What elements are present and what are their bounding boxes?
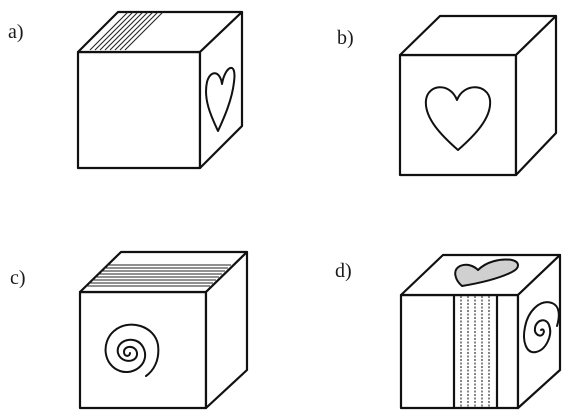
option-d[interactable]: d) bbox=[335, 253, 562, 410]
cube bbox=[78, 250, 249, 410]
option-label: b) bbox=[337, 27, 354, 49]
cube-front-face bbox=[78, 290, 208, 410]
option-label: c) bbox=[10, 267, 26, 289]
option-label: a) bbox=[8, 21, 24, 43]
top-stripes-pattern bbox=[89, 11, 164, 51]
cube-right-face bbox=[198, 10, 244, 170]
cube-right-face bbox=[514, 14, 558, 177]
cube-right-face bbox=[516, 253, 562, 410]
option-b[interactable]: b) bbox=[337, 14, 558, 177]
cube bbox=[399, 253, 562, 410]
front-stripes-pattern bbox=[452, 295, 499, 408]
heart-shape bbox=[205, 67, 236, 132]
option-a[interactable]: a) bbox=[8, 10, 244, 170]
option-c[interactable]: c) bbox=[10, 250, 249, 410]
heart-shape bbox=[424, 86, 492, 151]
spiral-shape bbox=[523, 301, 560, 354]
cube-right-face bbox=[204, 250, 249, 410]
cube-front-face bbox=[399, 293, 520, 410]
top-stripes-pattern bbox=[86, 264, 231, 287]
cube bbox=[398, 14, 558, 177]
cube-front-face bbox=[76, 50, 202, 170]
heart-shape bbox=[454, 258, 519, 287]
option-label: d) bbox=[335, 260, 352, 282]
cube-front-face bbox=[398, 53, 518, 177]
cube bbox=[76, 10, 244, 170]
spiral-shape bbox=[104, 323, 160, 377]
